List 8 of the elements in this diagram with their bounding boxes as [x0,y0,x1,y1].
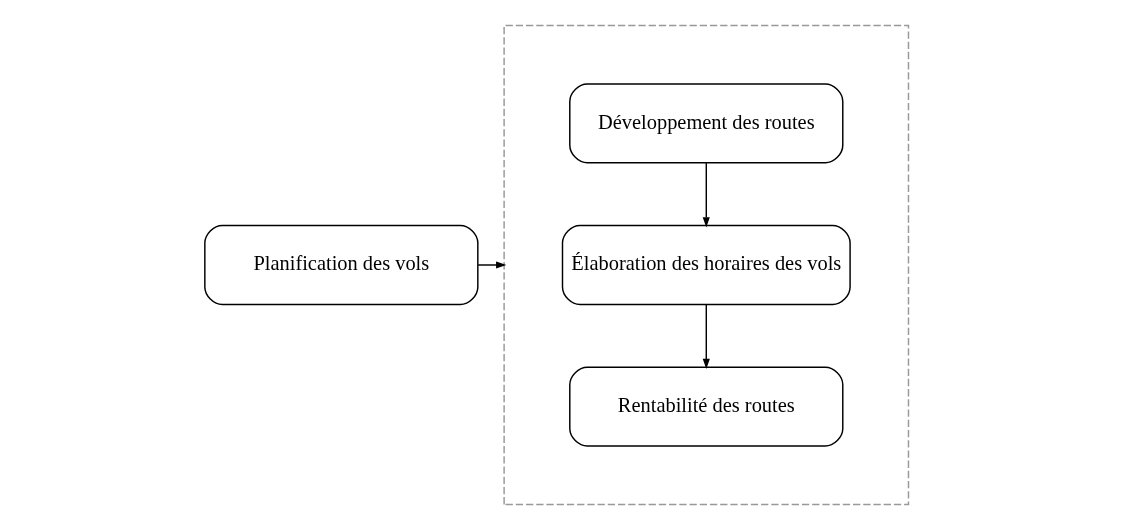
node-box: Planification des vols [204,224,479,306]
node-box: Élaboration des horaires des vols [561,224,851,306]
node-box: Développement des routes [569,83,844,164]
node-box: Rentabilité des routes [569,366,844,447]
arrow [702,304,710,369]
arrow [477,261,507,269]
arrow [702,162,710,228]
cluster [503,24,910,506]
